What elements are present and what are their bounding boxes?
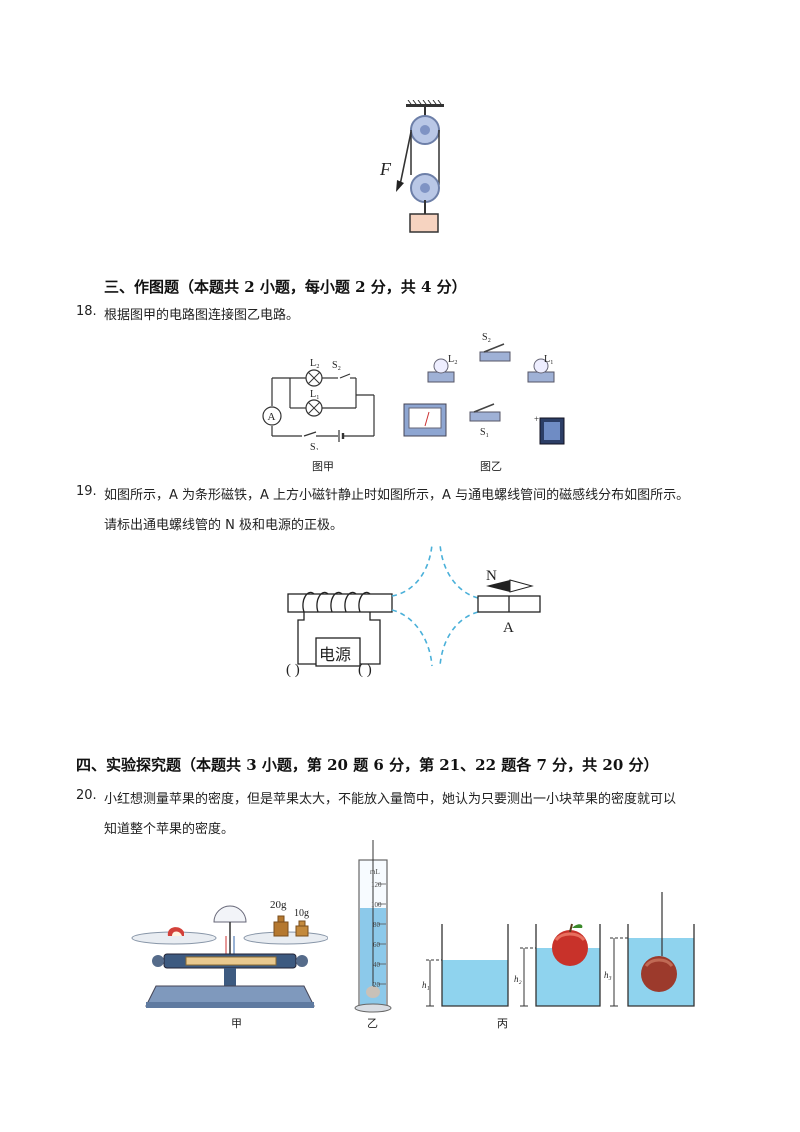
svg-text:L₂: L₂ — [448, 354, 458, 365]
question-19-line2: 请标出通电螺线管的 N 极和电源的正极。 — [104, 518, 343, 533]
svg-text:L₂: L₂ — [310, 358, 320, 369]
svg-text:100: 100 — [371, 901, 382, 909]
svg-text:+: + — [534, 414, 539, 424]
svg-text:( ): ( ) — [286, 662, 300, 678]
graduated-cylinder-figure: mL 120 100 80 60 40 20 — [354, 840, 392, 1013]
svg-text:A: A — [503, 620, 514, 636]
question-20-line1: 小红想测量苹果的密度，但是苹果太大，不能放入量筒中，她认为只要测出一小块苹果的密… — [104, 792, 677, 807]
caption-beakers: 丙 — [497, 1017, 508, 1030]
svg-text:40: 40 — [373, 961, 381, 969]
svg-text:A: A — [268, 411, 276, 423]
svg-text:S₁: S₁ — [310, 442, 319, 450]
question-19-number: 19. — [76, 484, 97, 499]
svg-text:L₁: L₁ — [310, 389, 320, 400]
question-19-line1: 如图所示，A 为条形磁铁，A 上方小磁针静止时如图所示，A 与通电螺线管间的磁感… — [104, 488, 690, 503]
svg-text:20g: 20g — [270, 899, 287, 911]
svg-text:h₁: h₁ — [422, 980, 430, 990]
circuit-components-b: S₂ L₂ L₁ S₁ + — [403, 332, 565, 445]
question-20-line2: 知道整个苹果的密度。 — [104, 822, 235, 837]
caption-figure-a: 图甲 — [312, 460, 334, 473]
solenoid-magnet-figure: 电源 ( ) ( ) A N — [286, 543, 541, 678]
section-4-title: 四、实验探究题（本题共 3 小题，第 20 题 6 分，第 21、22 题各 7… — [76, 756, 659, 774]
caption-cylinder: 乙 — [367, 1017, 378, 1030]
svg-text:80: 80 — [373, 921, 381, 929]
svg-text:S₁: S₁ — [480, 427, 489, 438]
svg-text:60: 60 — [373, 941, 381, 949]
svg-text:10g: 10g — [294, 908, 309, 919]
circuit-diagram-a: A L₂ S₂ L₁ S₁ — [262, 358, 375, 450]
force-label: F — [379, 159, 392, 179]
section-3-title: 三、作图题（本题共 2 小题，每小题 2 分，共 4 分） — [104, 278, 467, 296]
svg-text:电源: 电源 — [319, 646, 351, 664]
question-18-number: 18. — [76, 304, 97, 319]
svg-text:S₂: S₂ — [482, 332, 491, 343]
svg-text:mL: mL — [370, 868, 380, 876]
svg-text:h₃: h₃ — [604, 970, 612, 980]
beakers-figure: h₁ h₂ h₃ — [422, 892, 695, 1007]
svg-text:N: N — [486, 568, 497, 584]
question-20-number: 20. — [76, 788, 97, 803]
svg-text:120: 120 — [371, 881, 382, 889]
pulley-figure: F — [379, 100, 444, 233]
svg-text:L₁: L₁ — [544, 354, 554, 365]
balance-figure: 20g 10g — [131, 899, 328, 1008]
caption-balance: 甲 — [231, 1017, 242, 1030]
svg-text:( ): ( ) — [358, 662, 372, 678]
caption-figure-b: 图乙 — [480, 460, 502, 473]
question-18-text: 根据图甲的电路图连接图乙电路。 — [104, 308, 300, 323]
svg-text:20: 20 — [373, 981, 381, 989]
svg-text:h₂: h₂ — [514, 974, 522, 984]
svg-text:S₂: S₂ — [332, 360, 341, 371]
